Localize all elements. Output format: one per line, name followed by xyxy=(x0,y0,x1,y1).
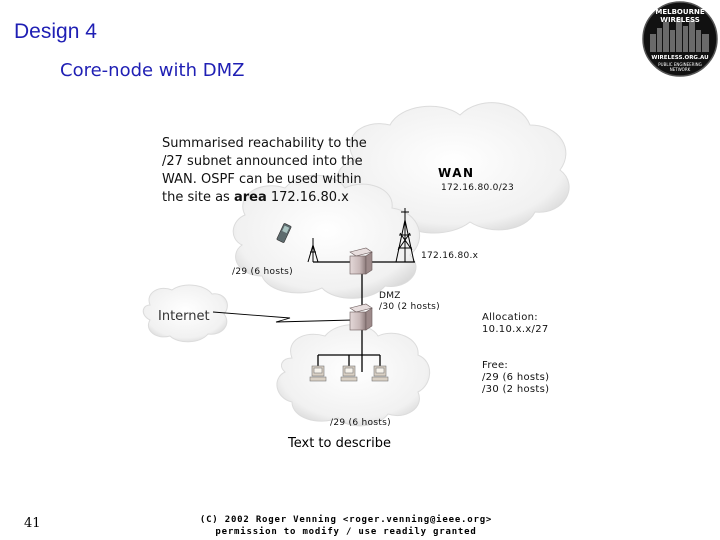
copyright-line: (C) 2002 Roger Venning <roger.venning@ie… xyxy=(199,515,493,525)
site-subnet-label: 172.16.80.x xyxy=(421,251,479,261)
allocation-line: Allocation: xyxy=(482,312,538,323)
slide-subtitle: Core-node with DMZ xyxy=(60,60,245,81)
allocation-label: Allocation: 10.10.x.x/27 xyxy=(482,312,549,336)
page-number: 41 xyxy=(24,516,41,531)
host-icon xyxy=(309,365,327,382)
antenna-icon xyxy=(307,238,319,263)
dmz-label-line: /30 (2 hosts) xyxy=(379,302,440,312)
logo-skyline-icon xyxy=(650,18,709,52)
free-line: /30 (2 hosts) xyxy=(482,384,550,395)
tower-icon xyxy=(395,208,415,263)
diagram-caption: Text to describe xyxy=(288,436,391,451)
summary-bold-term: area xyxy=(233,190,267,205)
logo-line3: PUBLIC ENGINEERING xyxy=(658,62,701,67)
wan-subnet-label: 172.16.80.0/23 xyxy=(441,183,515,193)
summary-text-segment: the site as xyxy=(162,190,234,205)
free-label: Free: /29 (6 hosts) /30 (2 hosts) xyxy=(482,360,549,396)
dmz-label-line: DMZ xyxy=(379,291,401,301)
summary-line: the site as area 172.16.80.x xyxy=(162,189,367,207)
site-cloud-icon xyxy=(232,174,421,299)
internet-cloud-icon xyxy=(142,284,228,343)
dmz-label: DMZ /30 (2 hosts) xyxy=(379,291,440,313)
dmz-lan-subnet-label: /29 (6 hosts) xyxy=(330,418,391,428)
summary-line: /27 subnet announced into the xyxy=(162,154,363,169)
copyright-notice: (C) 2002 Roger Venning <roger.venning@ie… xyxy=(196,514,496,538)
wan-label: WAN xyxy=(438,166,475,180)
host-icon xyxy=(340,365,358,382)
summary-line: WAN. OSPF can be used within xyxy=(162,172,362,187)
router-icon xyxy=(349,303,373,331)
router-icon xyxy=(349,247,373,275)
summary-text: Summarised reachability to the /27 subne… xyxy=(162,135,367,207)
logo-line4: NETWORK xyxy=(670,67,691,72)
logo-line1: MELBOURNE xyxy=(655,8,704,16)
copyright-line: permission to modify / use readily grant… xyxy=(215,527,477,537)
free-line: Free: xyxy=(482,360,509,371)
slide-title: Design 4 xyxy=(14,20,97,43)
host-icon xyxy=(371,365,389,382)
lightning-link-icon xyxy=(212,311,354,323)
summary-text-segment: 172.16.80.x xyxy=(266,190,349,205)
melbourne-wireless-logo: MELBOURNE WIRELESS WIRELESS.ORG.AU PUBLI… xyxy=(642,1,718,77)
logo-url: WIRELESS.ORG.AU xyxy=(651,55,708,61)
allocation-line: 10.10.x.x/27 xyxy=(482,324,549,335)
logo-line2: WIRELESS xyxy=(660,16,700,24)
handheld-icon xyxy=(276,223,292,243)
summary-line: Summarised reachability to the xyxy=(162,136,367,151)
link-subnet-label: /29 (6 hosts) xyxy=(232,267,293,277)
free-line: /29 (6 hosts) xyxy=(482,372,550,383)
internet-label: Internet xyxy=(158,309,210,324)
